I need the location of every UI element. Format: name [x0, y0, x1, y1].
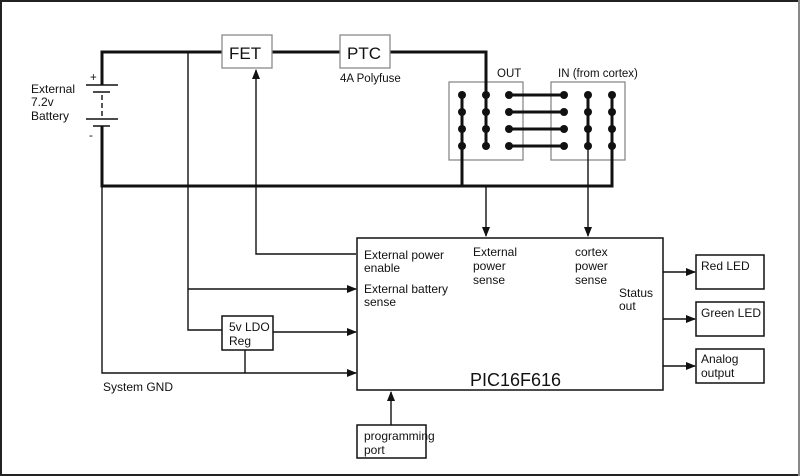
out-connector-pin [505, 91, 513, 99]
wire-battery-to-ldo [187, 52, 222, 331]
out-connector-pin [458, 91, 466, 99]
in-connector-pin [560, 125, 568, 133]
battery-label-3: Battery [31, 109, 69, 123]
mcu-ext-power-sense-1: External [473, 245, 517, 259]
out-connector-pin [482, 142, 490, 150]
out-connector-pin [505, 125, 513, 133]
mcu-cortex-power-sense-2: power [575, 259, 608, 273]
green-led-block [695, 301, 765, 337]
in-connector-label: IN (from cortex) [558, 68, 638, 80]
battery-minus-sign: - [89, 130, 93, 142]
mcu-cortex-power-sense-3: sense [575, 273, 607, 287]
in-connector-pin [584, 125, 592, 133]
ldo-label-2: Reg [229, 334, 251, 348]
analog-output-block [695, 348, 765, 384]
battery-label-2: 7.2v [31, 95, 54, 109]
in-connector-pin [560, 142, 568, 150]
ground-bus [100, 150, 614, 188]
ptc-caption: 4A Polyfuse [340, 73, 401, 85]
in-connector-pin [608, 91, 616, 99]
out-connector-pin [458, 142, 466, 150]
green-led-label: Green LED [701, 306, 761, 320]
fet-block [221, 34, 273, 69]
mcu-ext-battery-sense-1: External battery [364, 282, 448, 296]
ptc-label: PTC [347, 44, 381, 63]
battery-symbol [84, 62, 120, 186]
out-connector-pin [482, 108, 490, 116]
power-bus [100, 50, 488, 184]
out-connector-pin [482, 125, 490, 133]
out-connector-pin [505, 142, 513, 150]
in-connector-pin [584, 142, 592, 150]
wire-fet-enable [252, 69, 356, 255]
mcu-ext-battery-sense-2: sense [364, 295, 396, 309]
programming-port-label-1: programming [364, 429, 435, 443]
out-connector-pin [505, 108, 513, 116]
mcu-ext-power-sense-2: power [473, 259, 506, 273]
mcu-block [356, 237, 664, 391]
programming-port-block [356, 424, 427, 459]
battery-plus-sign: + [90, 72, 97, 84]
programming-port-label-2: port [364, 443, 385, 457]
mcu-ext-power-sense-3: sense [473, 273, 505, 287]
fet-label: FET [229, 44, 261, 63]
connector-pins [458, 91, 616, 150]
red-led-block [695, 254, 765, 290]
in-connector-pin [560, 91, 568, 99]
in-connector-pin [608, 108, 616, 116]
out-connector-pin [458, 125, 466, 133]
analog-output-label-1: Analog [701, 352, 738, 366]
in-connector-pin [584, 91, 592, 99]
mcu-ext-power-enable-2: enable [364, 261, 400, 275]
out-connector-pin [482, 91, 490, 99]
system-gnd-label: System GND [103, 380, 173, 394]
in-connector-pin [608, 125, 616, 133]
mcu-ext-power-enable-1: External power [364, 248, 444, 262]
mcu-status-out-2: out [619, 299, 636, 313]
wire-system-gnd [101, 186, 357, 377]
in-connector-pin [608, 142, 616, 150]
mcu-status-out-1: Status [619, 286, 653, 300]
in-connector-pin [584, 108, 592, 116]
ldo-block [221, 315, 274, 351]
ldo-label-1: 5v LDO [229, 320, 270, 334]
in-connector-pin [560, 108, 568, 116]
out-connector-pin [458, 108, 466, 116]
battery-label-1: External [31, 82, 75, 96]
ptc-block [339, 34, 391, 69]
analog-output-label-2: output [701, 366, 735, 380]
red-led-label: Red LED [701, 259, 750, 273]
mcu-name: PIC16F616 [470, 370, 561, 390]
out-connector-label: OUT [497, 68, 521, 80]
mcu-cortex-power-sense-1: cortex [575, 245, 608, 259]
